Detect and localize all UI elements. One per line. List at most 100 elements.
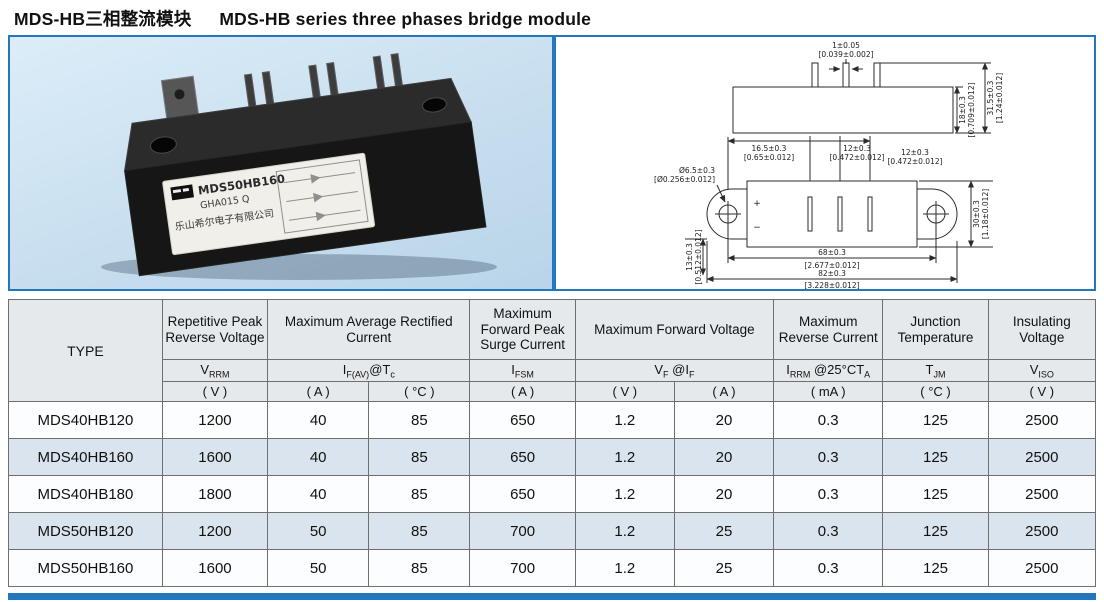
cell-value: 1200 [161,512,269,550]
cell-value: 0.3 [773,401,884,439]
cell-value: 20 [673,401,775,439]
symbol-viso: VISO [987,359,1097,382]
module-body: MDS50HB160 GHA015 Q 乐山希尔电子有限公司 [124,52,487,277]
symbol-tjm: TJM [882,359,989,382]
dim-pitch-b-in: [0.472±0.012] [887,157,942,166]
col-header-reverse-current: Maximum Reverse Current [773,299,884,360]
cell-value: 1.2 [574,512,675,550]
dim-hole-offset-in: [0.65±0.012] [744,153,794,162]
symbol-sub: RRM [789,369,811,380]
cell-value: 650 [469,438,576,476]
technical-drawing-panel: 1±0.05 [0.039±0.002] 18±0.3 [0.709±0.012… [554,35,1096,291]
cell-value: 85 [368,475,471,513]
label-circuit-diagram [275,159,369,234]
cell-value: 0.3 [773,475,884,513]
cell-value: 50 [267,512,370,550]
dim-hole-span-in: [2.677±0.012] [804,261,859,270]
header-row-symbols: VRRM IF(AV)@Tc IFSM VF @IF IRRM @25°CTA … [9,359,1097,382]
cell-value: 125 [882,438,989,476]
cell-value: 40 [267,438,370,476]
cell-value: 20 [673,475,775,513]
cell-value: 2500 [987,475,1097,513]
header-row-units: ( V ) ( A ) ( °C ) ( A ) ( V ) ( A ) ( m… [9,381,1097,402]
unit-cell: ( A ) [673,381,775,402]
dim-width-mm: 30±0.3 [972,200,981,228]
symbol-text: @25°CT [810,361,865,377]
product-photo: MDS50HB160 GHA015 Q 乐山希尔电子有限公司 [101,52,497,280]
unit-cell: ( V ) [987,381,1097,402]
dim-pitch-b-mm: 12±0.3 [901,148,929,157]
cell-type: MDS40HB160 [8,438,163,476]
unit-cell: ( V ) [574,381,675,402]
symbol-text: @T [369,361,391,377]
dim-length-in: [3.228±0.012] [804,281,859,289]
symbol-vf: VF @IF [574,359,775,382]
figure-row: MDS50HB160 GHA015 Q 乐山希尔电子有限公司 [8,35,1096,291]
symbol-sub: F(AV) [346,369,370,380]
dim-length-mm: 82±0.3 [818,269,846,278]
symbol-irrm: IRRM @25°CTA [773,359,884,382]
cell-value: 85 [368,512,471,550]
dim-tab-mm: 1±0.05 [832,41,860,50]
terminal-blade-hole [174,89,185,100]
cell-value: 650 [469,475,576,513]
dim-overall-height-in: [1.24±0.012] [995,73,1004,123]
cell-value: 2500 [987,549,1097,587]
table-row: MDS50HB120 1200 50 85 700 1.2 25 0.3 125… [8,512,1097,550]
module-label: MDS50HB160 GHA015 Q 乐山希尔电子有限公司 [162,152,376,256]
table-row: MDS40HB120 1200 40 85 650 1.2 20 0.3 125… [8,401,1097,439]
symbol-sub: JM [933,369,946,380]
cell-value: 700 [469,512,576,550]
cell-value: 700 [469,549,576,587]
cell-value: 25 [673,512,775,550]
cell-value: 1.2 [574,549,675,587]
table-row: MDS50HB160 1600 50 85 700 1.2 25 0.3 125… [8,549,1097,587]
cell-value: 40 [267,401,370,439]
cell-value: 1200 [161,401,269,439]
drawing-dimensions: 1±0.05 [0.039±0.002] 18±0.3 [0.709±0.012… [654,41,1004,289]
page-title-zh: MDS-HB三相整流模块 [14,9,192,29]
symbol-text: V [654,361,664,377]
cell-value: 40 [267,475,370,513]
symbol-sub: F [688,369,695,380]
dim-hole-span-mm: 68±0.3 [818,248,846,257]
symbol-sub: c [390,369,395,380]
cell-value: 85 [368,401,471,439]
cell-value: 125 [882,549,989,587]
dim-pitch-a-in: [0.472±0.012] [829,153,884,162]
symbol-ifav: IF(AV)@Tc [267,359,471,382]
cell-value: 0.3 [773,512,884,550]
cell-value: 1800 [161,475,269,513]
product-photo-panel: MDS50HB160 GHA015 Q 乐山希尔电子有限公司 [8,35,554,291]
cell-type: MDS40HB120 [8,401,163,439]
dim-overall-height-mm: 31.5±0.3 [986,80,995,115]
cell-value: 85 [368,438,471,476]
symbol-text: V [1029,361,1039,377]
cell-type: MDS50HB160 [8,549,163,587]
section-divider-bar [8,593,1096,600]
col-header-insulating-voltage: Insulating Voltage [987,299,1097,360]
dim-pitch-a-mm: 12±0.3 [843,144,871,153]
cell-value: 85 [368,549,471,587]
dim-hole-dia-in: [Ø0.256±0.012] [654,175,715,184]
cell-value: 0.3 [773,549,884,587]
unit-cell: ( A ) [267,381,370,402]
mounting-hole-right [422,97,447,113]
unit-cell: ( °C ) [882,381,989,402]
symbol-sub: A [864,369,871,380]
cell-value: 1.2 [574,438,675,476]
dim-end-in: [0.512±0.012] [694,229,703,284]
unit-cell: ( mA ) [773,381,884,402]
cell-value: 1.2 [574,401,675,439]
cell-value: 650 [469,401,576,439]
cell-value: 20 [673,438,775,476]
cell-value: 125 [882,512,989,550]
col-header-forward-voltage: Maximum Forward Voltage [574,299,775,360]
col-header-type: TYPE [8,299,163,402]
dim-hole-dia-mm: Ø6.5±0.3 [679,166,715,175]
cell-value: 0.3 [773,438,884,476]
dim-hole-offset-mm: 16.5±0.3 [752,144,787,153]
symbol-ifsm: IFSM [469,359,576,382]
dim-body-height-mm: 18±0.3 [958,96,967,124]
